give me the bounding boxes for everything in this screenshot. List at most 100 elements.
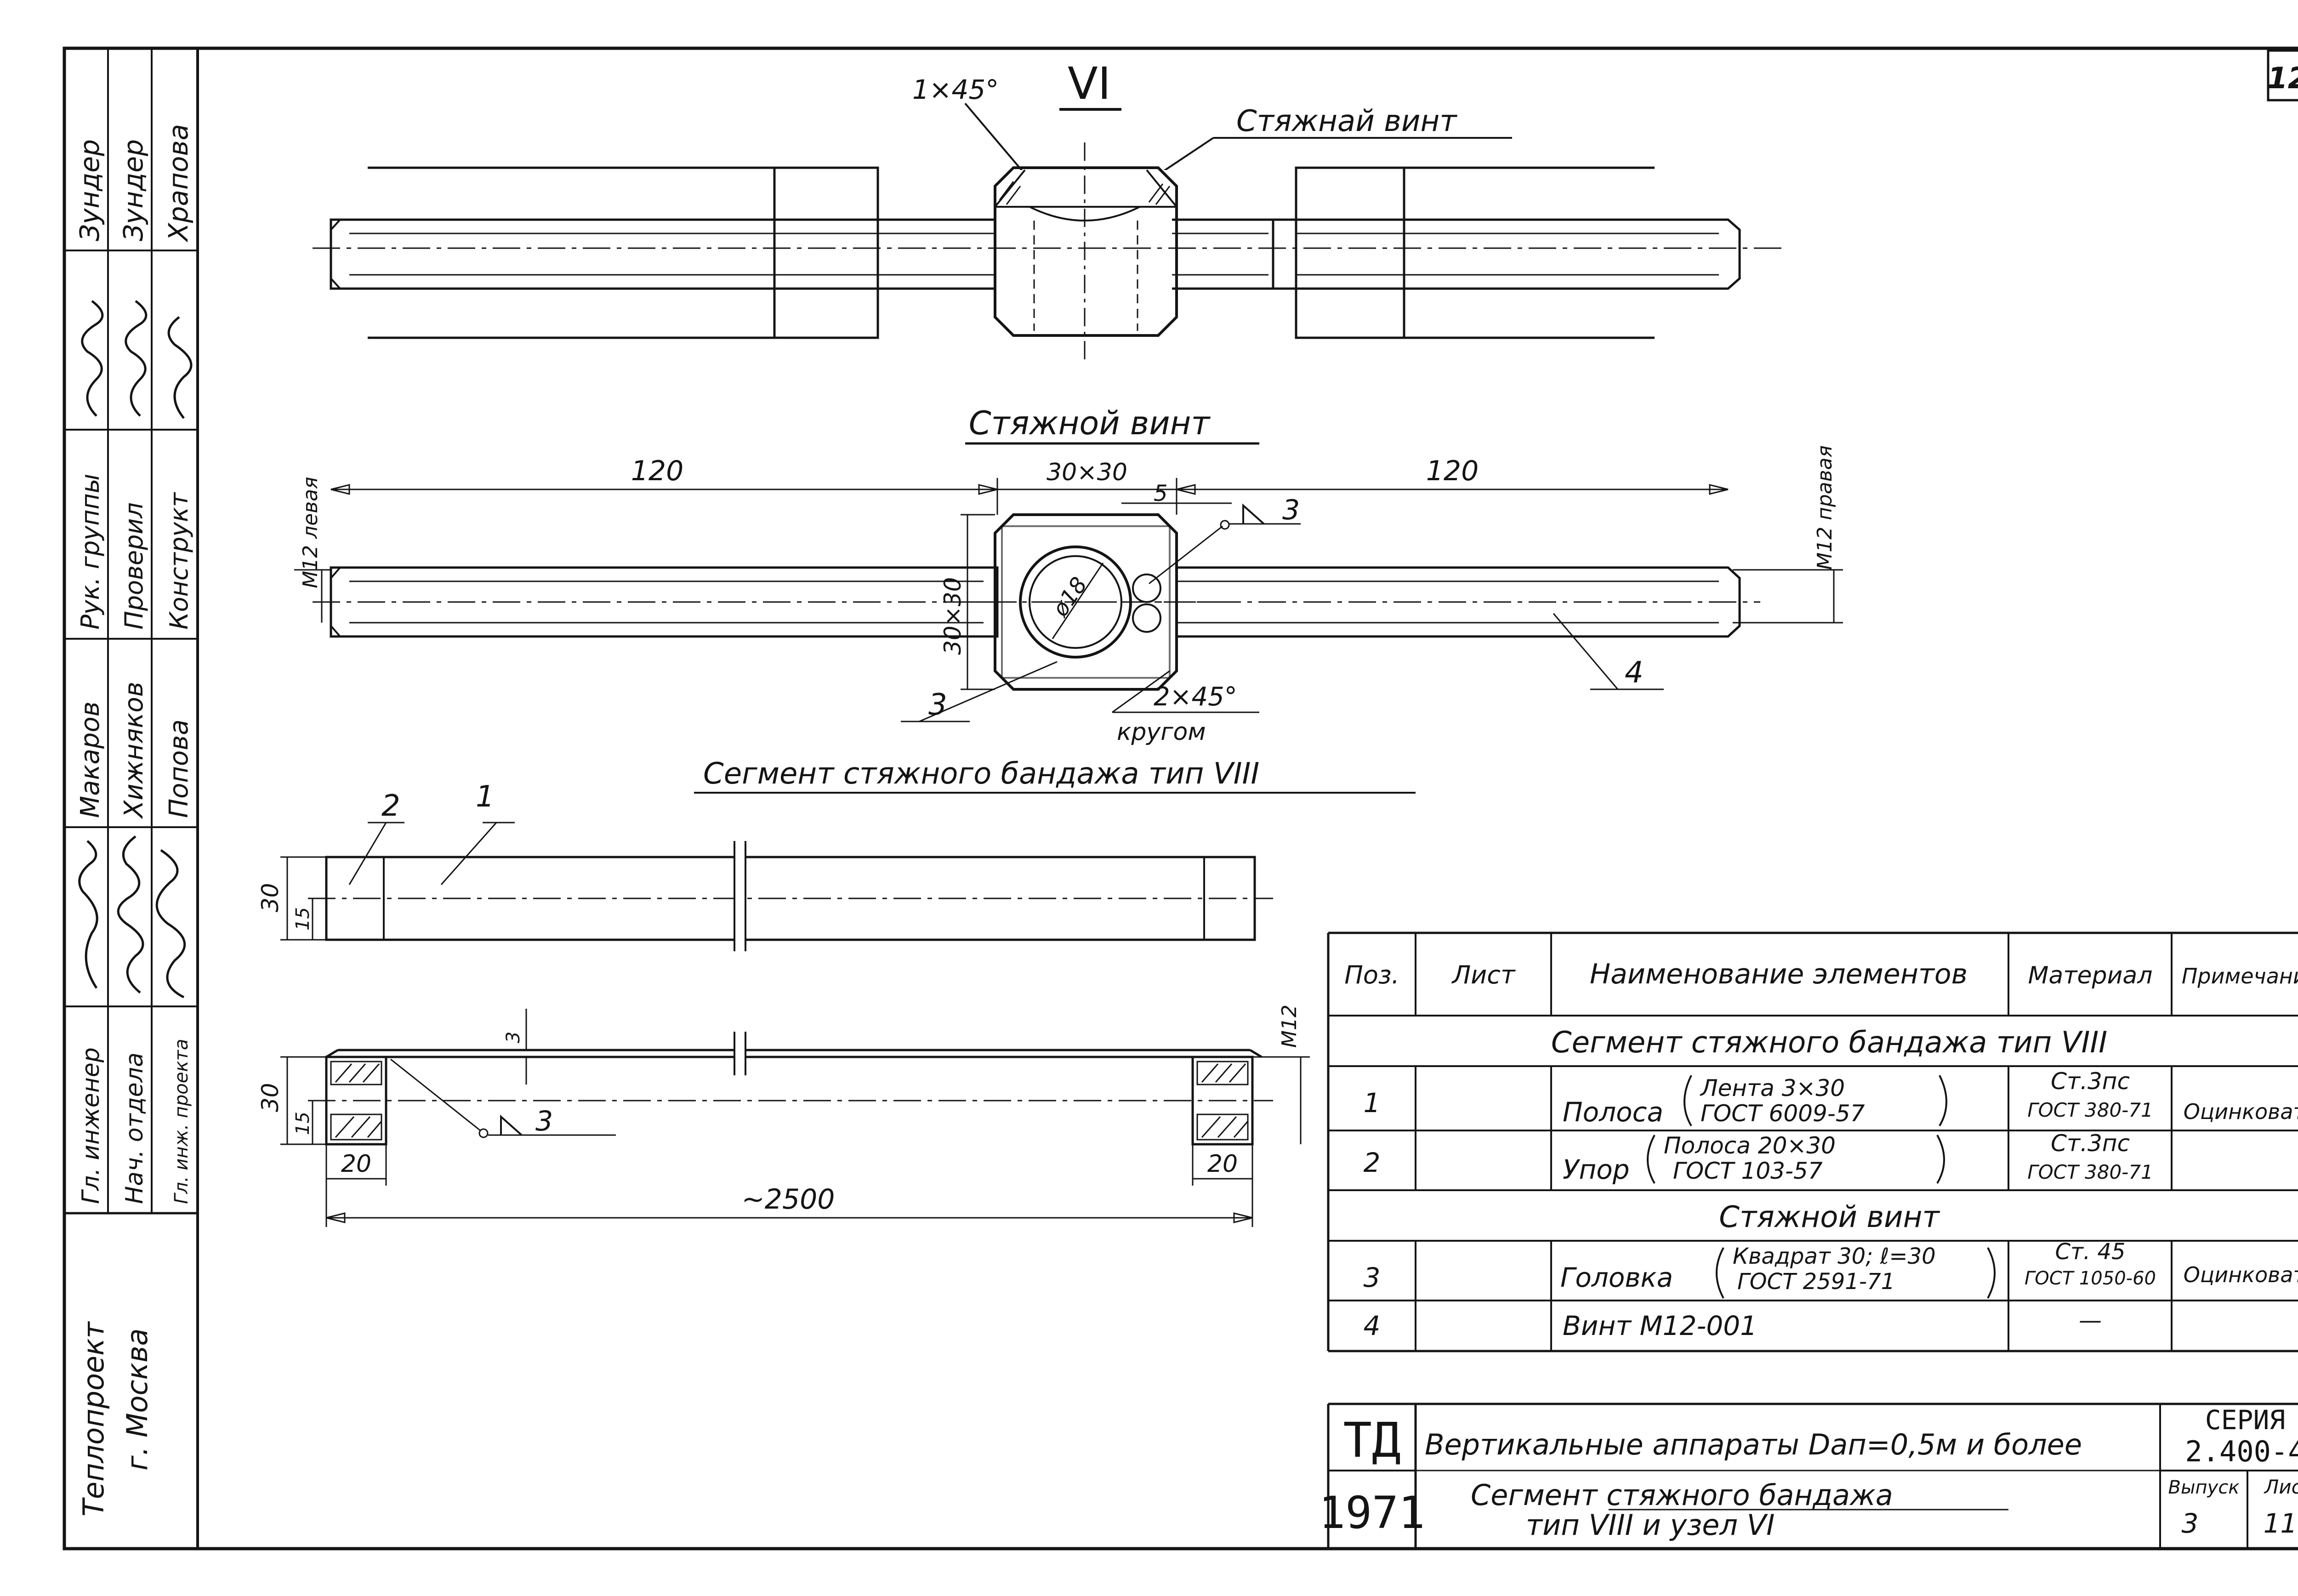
left-title-strip: Гл. инженер Нач. отдела Гл. инж. проекта… (64, 48, 198, 1516)
stamp-series: 2.400-4 (2185, 1435, 2298, 1468)
role-chief-project-engineer: Гл. инж. проекта (171, 1039, 192, 1204)
segment-dim-length: ~2500 (742, 1183, 835, 1215)
screw-pos-4: 4 (1625, 656, 1644, 690)
role-department-head: Нач. отдела (121, 1052, 148, 1204)
segment-pos-2: 2 (381, 789, 400, 823)
name-popova: Попова (164, 719, 194, 818)
stamp-title-1: Вертикальные аппараты Dап=0,5м и более (1425, 1428, 2082, 1461)
spec-row2-spec1: Полоса 20×30 (1664, 1132, 1836, 1159)
spec-row1-spec2: ГОСТ 6009-57 (1701, 1100, 1865, 1127)
stamp-sheet-label: Лист (2264, 1476, 2298, 1498)
spec-row3-pos: 3 (1364, 1262, 1381, 1293)
segment-dim-height-top: 30 (257, 883, 284, 912)
org-city: г. Москва (120, 1329, 154, 1471)
spec-row2-mat1: Ст.3пс (2051, 1130, 2130, 1157)
spec-row3-note: Оцинковать (2184, 1262, 2298, 1287)
screw-dim-hole: ø18 (1047, 573, 1092, 622)
role-chief-engineer: Гл. инженер (77, 1047, 105, 1204)
spec-section-2: Стяжной винт (1719, 1200, 1940, 1234)
role-checked: Проверил (119, 502, 148, 630)
signature-1 (78, 840, 98, 989)
screw-chamfer-note-2: кругом (1117, 718, 1206, 746)
signature-2 (117, 835, 144, 994)
spec-row1-spec1: Лента 3×30 (1700, 1075, 1845, 1102)
spec-row1-pos: 1 (1364, 1087, 1381, 1119)
stamp: ТД 1971 Вертикальные аппараты Dап=0,5м и… (1319, 1403, 2298, 1549)
stamp-series-label: СЕРИЯ (2205, 1404, 2286, 1436)
stamp-issue: 3 (2182, 1508, 2199, 1539)
stamp-issue-label: Выпуск (2168, 1477, 2240, 1498)
spec-header-note: Примечание (2182, 964, 2298, 988)
screw-dim-head-side: 30×30 (939, 577, 966, 655)
segment-stop-right-hatch-1 (1196, 1061, 1249, 1085)
signature-3 (155, 849, 186, 999)
segment-stop-left-hatch-2 (330, 1113, 382, 1141)
screw-weld-mark: 3 (1282, 494, 1300, 526)
spec-section-1: Сегмент стяжного бандажа тип VIII (1551, 1026, 2107, 1060)
spec-row2-name: Упор (1563, 1154, 1630, 1185)
org-name: Теплопроект (77, 1321, 110, 1516)
spec-row3-spec2: ГОСТ 2591-71 (1737, 1269, 1895, 1295)
sheet-number-box (2267, 49, 2298, 102)
stamp-year: 1971 (1319, 1487, 1425, 1539)
spec-table: Поз. Лист Наименование элементов Материа… (1327, 931, 2298, 1352)
spec-row1-mat2: ГОСТ 380-71 (2027, 1099, 2153, 1121)
name-makarov: Макаров (75, 701, 105, 818)
role-group-lead: Рук. группы (76, 474, 105, 630)
screw-chamfer-note: 2×45° (1154, 682, 1237, 712)
segment-dim-end-right: 20 (1207, 1150, 1238, 1178)
spec-header-pos: Поз. (1344, 960, 1399, 989)
outer-frame (63, 46, 2298, 1551)
segment-dim-height-side: 30 (257, 1083, 284, 1112)
spec-row2-pos: 2 (1364, 1147, 1381, 1178)
segment-view: Сегмент стяжного бандажа тип VIII 30 15 … (257, 757, 1416, 1227)
stamp-td: ТД (1343, 1412, 1400, 1468)
node-chamfer: 1×45° (912, 74, 999, 105)
name-zunder-1: Зундер (74, 139, 105, 241)
segment-dim-bolt: М12 (1278, 1005, 1301, 1048)
screw-view: Стяжной винт 120 120 30×30 5 3 М12 левая… (294, 404, 1843, 746)
segment-weld-mark: 3 (535, 1105, 553, 1137)
spec-row4-name: Винт М12-001 (1563, 1310, 1757, 1341)
spec-row4-mat1: — (2079, 1307, 2102, 1334)
node-head (994, 166, 1178, 337)
node-view-vi: VI 1×45° Стяжнай винт (313, 58, 1783, 363)
screw-dim-right: 120 (1426, 455, 1479, 487)
spec-row2-spec2: ГОСТ 103-57 (1673, 1158, 1823, 1184)
screw-dim-gap: 5 (1154, 481, 1168, 506)
segment-stop-left-hatch-1 (330, 1061, 382, 1085)
segment-stop-right-hatch-2 (1196, 1113, 1249, 1141)
spec-row3-spec1: Квадрат 30; ℓ=30 (1733, 1244, 1936, 1269)
node-left-pipe (353, 166, 879, 339)
segment-strip-side (338, 1049, 1250, 1058)
node-label: VI (1068, 58, 1111, 109)
stamp-title-2: Сегмент стяжного бандажа (1471, 1478, 1893, 1512)
spec-header-sheet: Лист (1451, 960, 1516, 989)
screw-rod-right (1177, 566, 1741, 638)
signature-4 (81, 300, 104, 417)
spec-row3-mat2: ГОСТ 1050-60 (2025, 1268, 2156, 1289)
signature-5 (125, 300, 148, 417)
sheet-number: 120 (2267, 62, 2298, 96)
node-right-pipe (1295, 166, 1711, 339)
name-zunder-2: Зундер (118, 139, 149, 241)
name-khizhnyakov: Хижняков (119, 682, 149, 819)
name-khrapova: Храпова (163, 124, 194, 243)
spec-header-material: Материал (2028, 962, 2153, 989)
node-rod (330, 218, 1274, 290)
stamp-title-3: тип VIII и узел VI (1526, 1508, 1775, 1542)
spec-row2-mat2: ГОСТ 380-71 (2027, 1161, 2153, 1183)
signature-6 (167, 316, 193, 419)
spec-row1-note: Оцинковать (2184, 1099, 2298, 1124)
spec-header-name: Наименование элементов (1590, 958, 1968, 990)
screw-pos-3: 3 (928, 688, 947, 722)
spec-row3-name: Головка (1560, 1262, 1673, 1293)
screw-title: Стяжной винт (969, 404, 1211, 442)
spec-row3-mat1: Ст. 45 (2055, 1239, 2125, 1265)
segment-stop-right (1191, 1056, 1254, 1146)
screw-dim-head: 30×30 (1047, 459, 1127, 486)
screw-dim-left: 120 (631, 455, 684, 487)
screw-thread-right: М12 правая (1813, 445, 1837, 570)
segment-title: Сегмент стяжного бандажа тип VIII (703, 757, 1259, 791)
segment-dim-thickness: 3 (503, 1032, 524, 1043)
